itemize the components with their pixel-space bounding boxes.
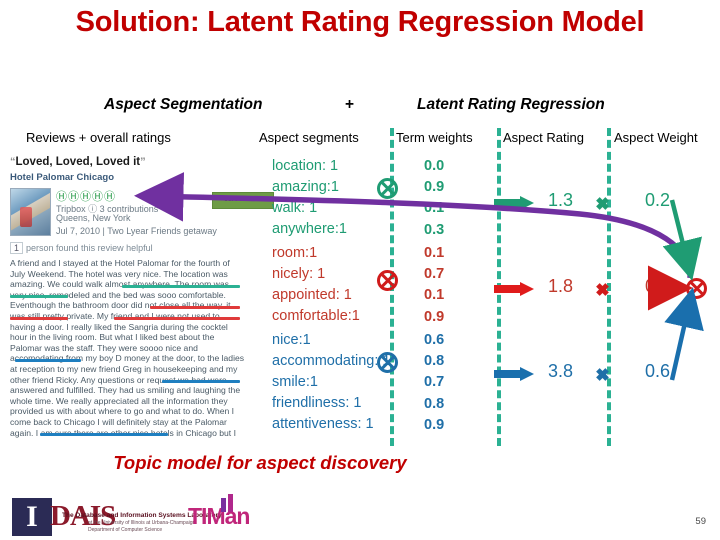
segment-term: location: 1 xyxy=(272,158,339,174)
term-weight: 0.1 xyxy=(424,200,445,217)
column-divider-3 xyxy=(607,128,611,446)
term-weight: 0.1 xyxy=(424,287,445,304)
column-header-term-weights: Term weights xyxy=(396,130,473,145)
review-hotel-name: Hotel Palomar Chicago xyxy=(10,172,114,183)
arrow-to-rating-green-icon xyxy=(494,196,536,210)
column-header-aspect-rating: Aspect Rating xyxy=(503,130,584,145)
green-tag-label: sure hotel... xyxy=(224,197,262,203)
highlight-blue-3 xyxy=(40,433,168,436)
term-weight-group-blue: 0.6 0.8 0.7 0.8 0.9 xyxy=(424,330,444,436)
aspect-weight-value-green: 0.2 xyxy=(645,190,671,210)
review-title: “Loved, Loved, Loved it” xyxy=(10,156,146,168)
subheading-plus: + xyxy=(345,96,355,113)
review-author-location: Queens, New York xyxy=(56,213,131,223)
blue-converge-arrow xyxy=(664,287,704,381)
column-header-aspect-weight: Aspect Weight xyxy=(614,130,698,145)
page-title: Solution: Latent Rating Regression Model xyxy=(75,6,645,38)
highlight-blue-2 xyxy=(162,380,240,383)
term-weight: 0.9 xyxy=(424,179,445,196)
dais-logo-wordmark: DAIS xyxy=(50,500,116,532)
review-date: Jul 7, 2010 | Two Lyear Friends getaway xyxy=(56,226,217,236)
term-weight: 0.9 xyxy=(424,416,445,433)
term-weight: 0.8 xyxy=(424,395,445,412)
helpful-label: person found this review helpful xyxy=(26,243,153,253)
highlight-blue-1 xyxy=(15,359,81,362)
otimes-operator-final-icon xyxy=(686,278,707,299)
review-body-text: A friend and I stayed at the Hotel Palom… xyxy=(10,258,245,440)
dais-logo-subtitle-3: Department of Computer Science xyxy=(88,527,163,533)
timan-bar-1-icon xyxy=(221,498,226,512)
multiply-dot-blue-icon xyxy=(596,367,609,381)
segment-term: attentiveness: 1 xyxy=(272,416,374,432)
otimes-operator-green-icon xyxy=(377,178,398,199)
timan-bar-2-icon xyxy=(228,494,233,512)
term-weight: 0.3 xyxy=(424,221,445,238)
timan-logo-text: TIMan xyxy=(188,503,250,529)
segment-term: accommodating: 1 xyxy=(272,353,391,369)
aspect-rating-value-green: 1.3 xyxy=(548,190,574,210)
review-thumbnail-image xyxy=(10,188,51,236)
term-weight: 0.7 xyxy=(424,266,445,283)
term-weight: 0.8 xyxy=(424,353,445,370)
aspect-segment-group-blue: nice:1 accommodating: 1 smile:1 friendli… xyxy=(272,330,390,435)
aspect-weight-value-blue: 0.6 xyxy=(645,361,671,381)
highlight-red-2 xyxy=(114,317,240,320)
term-weight: 0.9 xyxy=(424,308,445,325)
page-number: 59 xyxy=(695,516,706,527)
otimes-operator-red-icon xyxy=(377,270,398,291)
aspect-weight-value-red: 0.2 xyxy=(645,276,671,296)
highlight-red-1 xyxy=(150,306,240,309)
arrow-to-rating-blue-icon xyxy=(494,367,536,381)
helpful-number: 1 xyxy=(10,242,24,254)
term-weight: 0.0 xyxy=(424,158,445,174)
green-highlight-tag: sure hotel... xyxy=(212,192,274,209)
review-title-text: Loved, Loved, Loved it xyxy=(15,156,141,168)
quote-close-icon: ” xyxy=(140,156,146,168)
segment-term: amazing:1 xyxy=(272,179,339,195)
term-weight-group-red: 0.1 0.7 0.1 0.9 xyxy=(424,243,444,328)
segment-term: nicely: 1 xyxy=(272,266,326,282)
aspect-segment-group-green: location: 1 amazing:1 walk: 1 anywhere:1 xyxy=(272,156,347,240)
bottom-caption: Topic model for aspect discovery xyxy=(113,452,407,473)
segment-term: room:1 xyxy=(272,245,318,261)
review-screenshot: “Loved, Loved, Loved it” Hotel Palomar C… xyxy=(4,152,247,440)
green-converge-arrow xyxy=(662,199,703,281)
segment-term: friendliness: 1 xyxy=(272,395,362,411)
aspect-rating-value-blue: 3.8 xyxy=(548,361,574,381)
aspect-rating-value-red: 1.8 xyxy=(548,276,574,296)
segment-term: comfortable:1 xyxy=(272,308,360,324)
multiply-dot-red-icon xyxy=(596,282,609,296)
multiply-dot-green-icon xyxy=(596,196,609,210)
aspect-segment-group-red: room:1 nicely: 1 appointed: 1 comfortabl… xyxy=(272,243,360,327)
quote-open-icon: “ xyxy=(10,156,16,168)
highlight-green-2 xyxy=(10,295,68,298)
segment-term: appointed: 1 xyxy=(272,287,352,303)
timan-logo: TIMan xyxy=(188,494,250,530)
otimes-operator-blue-icon xyxy=(377,352,398,373)
highlight-green-1 xyxy=(122,285,240,288)
dais-logo-subtitle-2: at the University of Illinois at Urbana-… xyxy=(88,520,196,526)
column-header-aspect-segments: Aspect segments xyxy=(259,130,359,145)
segment-term: anywhere:1 xyxy=(272,221,347,237)
segment-term: smile:1 xyxy=(272,374,318,390)
segment-term: walk: 1 xyxy=(272,200,318,216)
review-star-rating: ⒽⒽⒽⒽⒽ xyxy=(56,191,116,203)
subheading-aspect-segmentation: Aspect Segmentation xyxy=(104,96,263,113)
dais-logo-mark xyxy=(12,498,52,536)
term-weight: 0.7 xyxy=(424,374,445,391)
term-weight: 0.6 xyxy=(424,332,445,348)
term-weight: 0.1 xyxy=(424,245,445,261)
subheading-latent-rating-regression: Latent Rating Regression xyxy=(417,96,605,113)
review-author: Tripbox ⓘ 3 contributions xyxy=(56,204,159,214)
segment-term: nice:1 xyxy=(272,332,311,348)
highlight-red-strike xyxy=(10,317,68,320)
arrow-to-rating-red-icon xyxy=(494,282,536,296)
term-weight-group-green: 0.0 0.9 0.1 0.3 xyxy=(424,156,444,241)
dais-logo-subtitle-1: The Database and Information Systems Lab… xyxy=(62,512,222,519)
column-header-reviews: Reviews + overall ratings xyxy=(26,130,171,145)
